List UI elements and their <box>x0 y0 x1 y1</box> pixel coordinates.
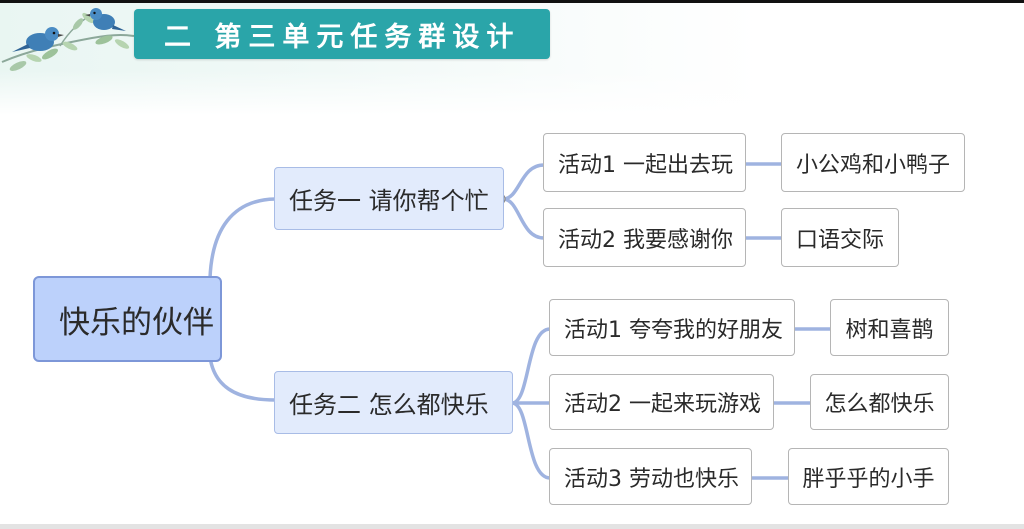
bottom-border <box>0 524 1024 529</box>
activity-node[interactable]: 活动2 我要感谢你 <box>543 208 746 267</box>
activity-node[interactable]: 活动2 一起来玩游戏 <box>549 374 774 430</box>
task-label: 任务一 请你帮个忙 <box>289 187 489 215</box>
activity-label: 活动1 夸夸我的好朋友 <box>564 317 783 343</box>
task-node-2[interactable]: 任务二 怎么都快乐 <box>274 371 513 434</box>
lesson-node[interactable]: 小公鸡和小鸭子 <box>781 133 965 192</box>
connector-central-task2 <box>208 355 277 402</box>
lesson-label: 胖乎乎的小手 <box>802 466 935 492</box>
task-label: 任务二 怎么都快乐 <box>289 391 489 419</box>
lesson-label: 小公鸡和小鸭子 <box>795 152 950 178</box>
bird-icon <box>12 27 64 52</box>
connector-task2-act3 <box>510 401 552 480</box>
bird-branch-decoration <box>1 8 135 71</box>
connector-task1-act2 <box>501 197 546 240</box>
lesson-label: 树和喜鹊 <box>845 317 934 343</box>
lesson-node[interactable]: 怎么都快乐 <box>810 374 949 430</box>
activity-node[interactable]: 活动1 一起出去玩 <box>543 133 746 192</box>
activity-node[interactable]: 活动1 夸夸我的好朋友 <box>549 299 795 356</box>
connector-task2-act1 <box>510 327 552 405</box>
lesson-node[interactable]: 口语交际 <box>781 208 899 267</box>
title-banner: 二 第三单元任务群设计 <box>134 9 550 59</box>
activity-label: 活动2 一起来玩游戏 <box>564 392 761 417</box>
page-title: 二 第三单元任务群设计 <box>164 21 521 53</box>
top-border <box>0 0 1024 3</box>
lesson-label: 口语交际 <box>795 227 884 253</box>
lesson-label: 怎么都快乐 <box>824 392 935 417</box>
activity-node[interactable]: 活动3 劳动也快乐 <box>549 448 752 505</box>
activity-label: 活动3 劳动也快乐 <box>564 466 739 492</box>
activity-label: 活动1 一起出去玩 <box>558 152 733 178</box>
central-topic[interactable]: 快乐的伙伴 <box>33 276 222 362</box>
lesson-node[interactable]: 胖乎乎的小手 <box>788 448 949 505</box>
bird-icon <box>85 8 126 31</box>
activity-label: 活动2 我要感谢你 <box>558 227 733 253</box>
lesson-node[interactable]: 树和喜鹊 <box>830 299 949 356</box>
central-topic-label: 快乐的伙伴 <box>59 304 214 341</box>
connector-central-task1 <box>208 197 277 280</box>
connector-task1-act1 <box>501 163 546 201</box>
task-node-1[interactable]: 任务一 请你帮个忙 <box>274 167 504 230</box>
